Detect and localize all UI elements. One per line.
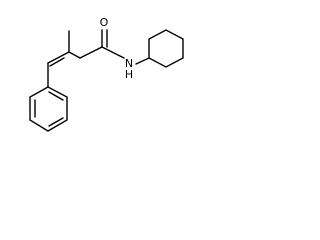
- phenyl-ring: [29, 86, 68, 132]
- carbon-chain: [47, 29, 125, 88]
- bond-n-cyclohexyl: [135, 57, 150, 65]
- nitrogen-atom-label: N: [125, 57, 133, 70]
- phenyl-outline: [29, 86, 68, 132]
- bond-carbonyl-c-n: [101, 46, 125, 59]
- bond-c3-c4-double-inner: [49, 57, 65, 67]
- bond-ch2-c3: [68, 51, 81, 59]
- bond-c3-c4-double-outer: [47, 51, 70, 64]
- structure-canvas: O N H: [0, 0, 220, 158]
- chemical-structure: O N H: [29, 16, 184, 132]
- atom-labels: O N H: [100, 16, 133, 81]
- phenyl-double-bond-3: [48, 91, 64, 101]
- bond-carbonyl-c-ch2: [79, 46, 103, 59]
- phenyl-double-bond-2: [48, 117, 64, 127]
- cyclohexane-outline: [148, 29, 184, 68]
- cyclohexane-ring: [148, 29, 184, 68]
- amine-link: [135, 57, 150, 65]
- nh-hydrogen-label: H: [125, 68, 133, 81]
- oxygen-atom-label: O: [100, 16, 109, 29]
